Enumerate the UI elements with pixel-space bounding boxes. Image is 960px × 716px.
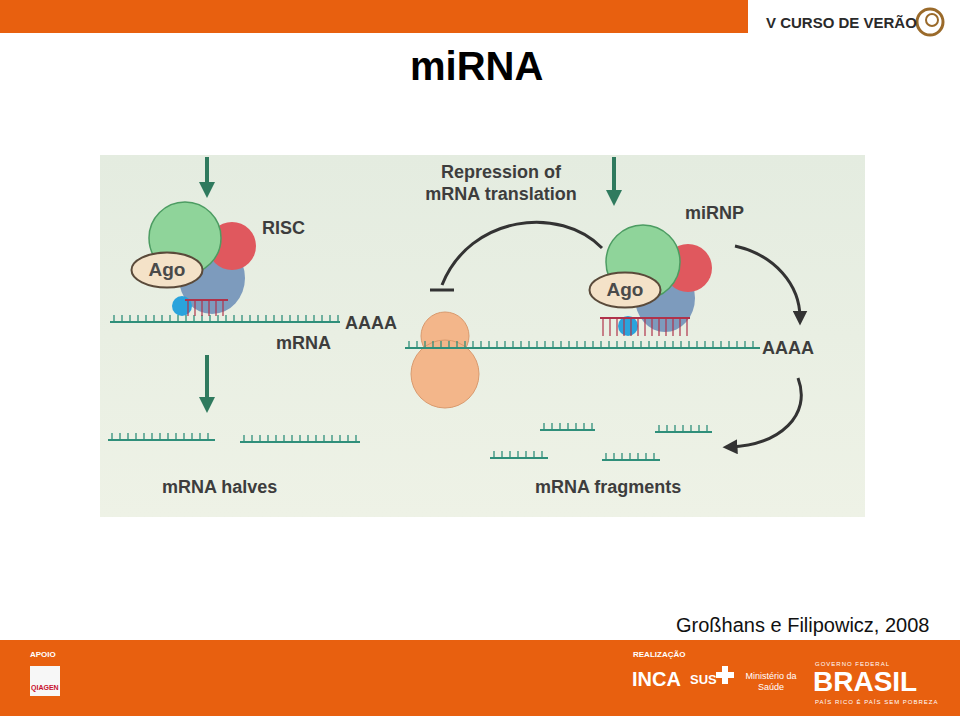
- ago-protein: Ago: [588, 271, 662, 309]
- slide-title: miRNA: [410, 44, 543, 89]
- rna-strands: [108, 300, 760, 460]
- polya-tail: AAAA: [345, 313, 397, 334]
- ribosome: [411, 312, 479, 408]
- inca-logo: INCA: [632, 668, 681, 691]
- logo-spiral: [917, 9, 943, 35]
- footer-heading: REALIZAÇÃO: [633, 650, 685, 659]
- flow-arrows: [207, 157, 614, 405]
- logo-spiral: [926, 14, 938, 26]
- citation: Großhans e Filipowicz, 2008: [676, 614, 929, 637]
- event-logo: V CURSO DE VERÃO: [766, 14, 917, 31]
- complex-label: miRNP: [685, 203, 744, 224]
- footer-bar: [0, 640, 960, 716]
- sus-logo: SUS: [690, 672, 717, 687]
- ago-protein: Ago: [130, 251, 204, 289]
- figure-ground: [100, 155, 865, 517]
- product-label: mRNA fragments: [535, 477, 681, 498]
- strand-label: mRNA: [276, 333, 331, 354]
- footer-heading: APOIO: [30, 650, 56, 659]
- qiagen-logo: [30, 666, 60, 696]
- polya-tail: AAAA: [762, 338, 814, 359]
- ministry-logo: Ministério da Saúde: [745, 671, 797, 693]
- complex-label: RISC: [262, 218, 305, 239]
- risc-complex: [149, 202, 256, 316]
- product-label: mRNA halves: [162, 477, 277, 498]
- mirnp-complex: [606, 225, 712, 336]
- protein-name: Ago: [607, 279, 644, 301]
- sus-cross: [716, 666, 734, 684]
- brasil-logo: BRASIL: [813, 666, 917, 698]
- brasil-slogan: PAÍS RICO É PAÍS SEM POBREZA: [815, 699, 938, 705]
- header-bar: [0, 0, 748, 33]
- sponsor-logo: QIAGEN: [31, 684, 59, 691]
- process-label: Repression of mRNA translation: [415, 162, 587, 205]
- protein-name: Ago: [149, 259, 186, 281]
- curved-arrows: [430, 222, 801, 447]
